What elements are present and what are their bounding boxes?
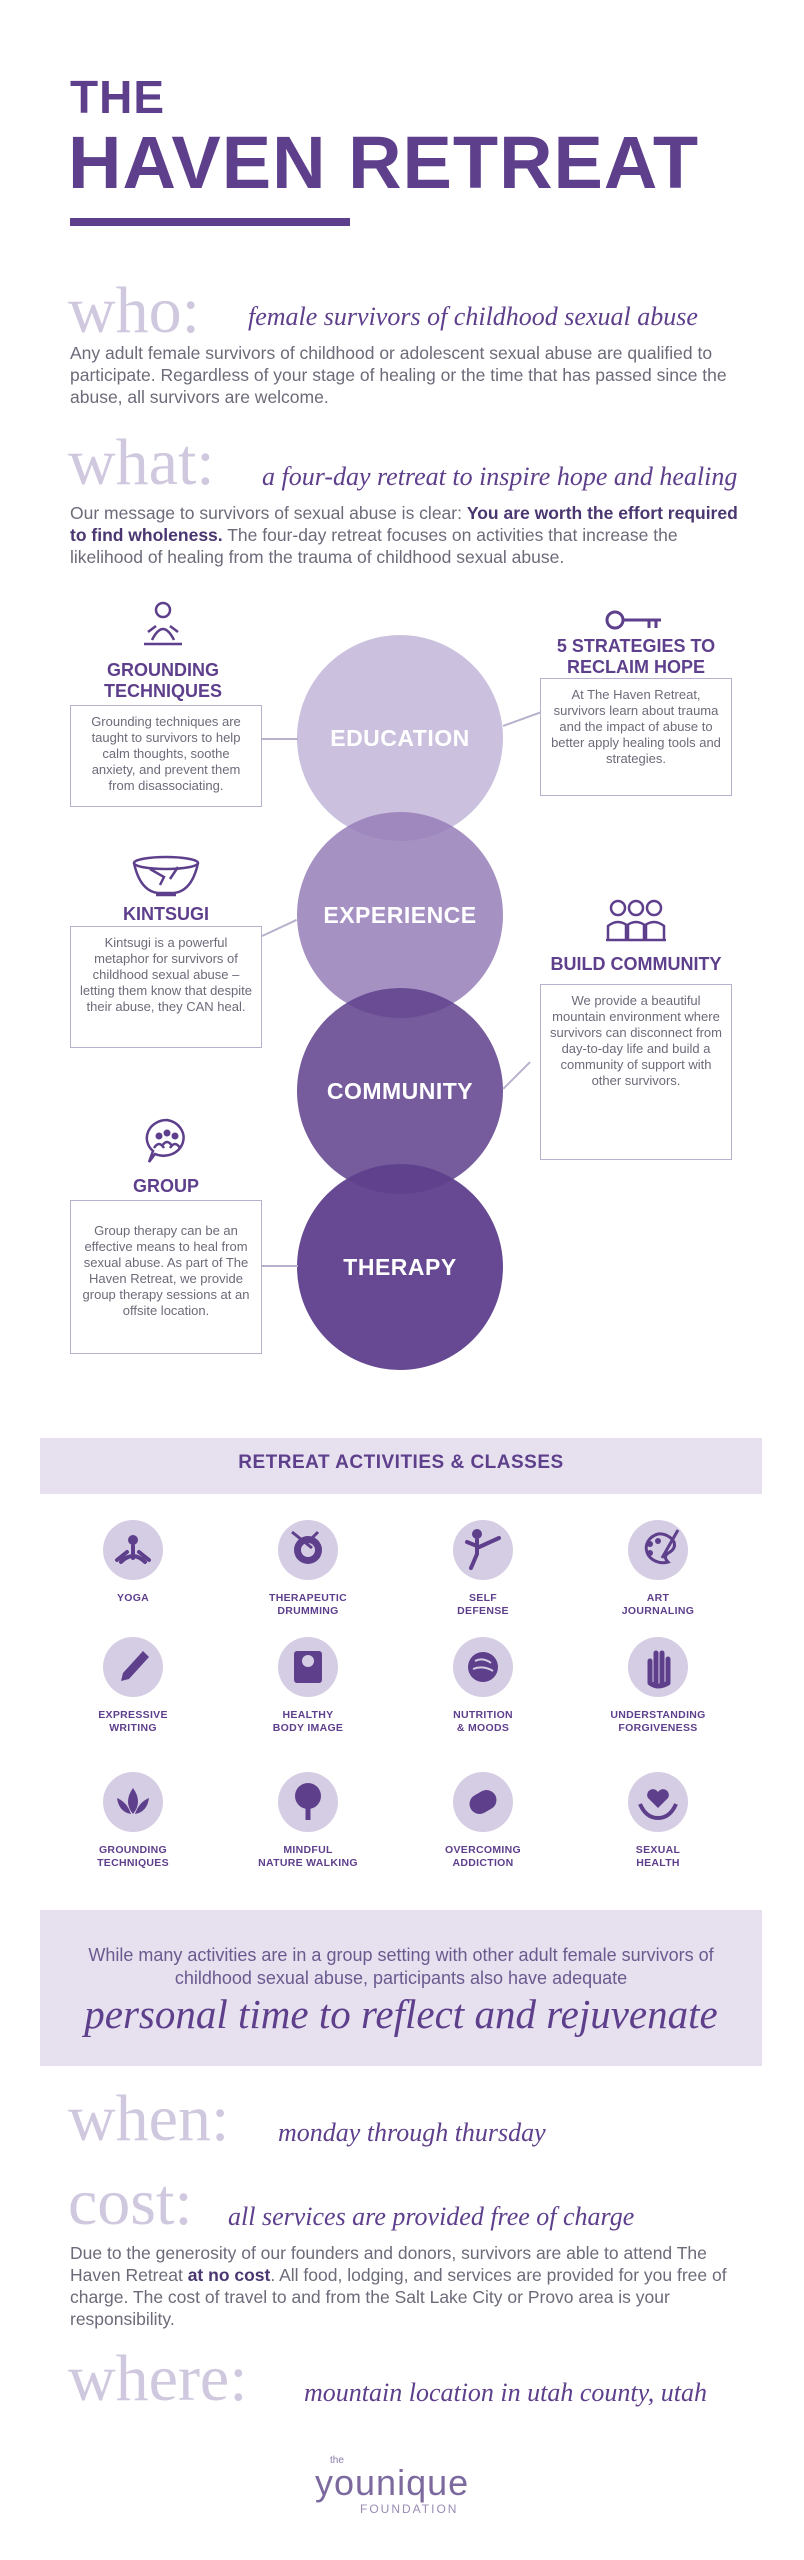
what-emphasis: You are worth the effort required to fin… — [70, 503, 738, 545]
who-heading: who: — [68, 274, 200, 347]
who-body: Any adult female survivors of childhood … — [70, 343, 727, 407]
community-title: BUILD COMMUNITY — [540, 954, 732, 975]
palette-icon — [628, 1520, 688, 1580]
when-heading: when: — [68, 2082, 230, 2155]
where-tagline: mountain location in utah county, utah — [304, 2378, 707, 2407]
circle-therapy: THERAPY — [297, 1164, 503, 1370]
circle-community: COMMUNITY — [297, 988, 503, 1194]
lotus-icon — [103, 1772, 163, 1832]
cost-emphasis: at no cost — [187, 2265, 271, 2285]
logo-wordmark: younique — [315, 2462, 470, 2503]
activities-header-band — [40, 1438, 762, 1494]
where-heading: where: — [68, 2342, 248, 2415]
what-tagline: a four-day retreat to inspire hope and h… — [262, 462, 738, 491]
title-line-1: THE — [70, 71, 165, 123]
circle-experience: EXPERIENCE — [297, 812, 503, 1018]
message-text: While many activities are in a group set… — [88, 1945, 714, 1988]
message-band — [40, 1910, 762, 2066]
connector-community — [502, 1061, 531, 1090]
strategies-title: 5 STRATEGIES TO RECLAIM HOPE — [540, 636, 732, 678]
kintsugi-box: Kintsugi is a powerful metaphor for surv… — [70, 926, 262, 1048]
connector-grounding — [262, 738, 298, 740]
key-icon — [605, 608, 663, 632]
scale-icon — [278, 1637, 338, 1697]
pill-icon — [453, 1772, 513, 1832]
grounding-box: Grounding techniques are taught to survi… — [70, 705, 262, 807]
connector-therapy — [262, 1265, 298, 1267]
logo-subtitle: FOUNDATION — [360, 2502, 459, 2516]
what-heading: what: — [68, 426, 215, 499]
page-title: HAVEN RETREAT — [68, 121, 700, 204]
bowl-icon — [130, 855, 202, 901]
brain-icon — [453, 1637, 513, 1697]
activity-item: NUTRITION& MOODS — [408, 1637, 558, 1735]
activity-label: YOGA — [116, 1592, 150, 1604]
kintsugi-title: KINTSUGI — [70, 904, 262, 925]
what-body: Our message to survivors of sexual abuse… — [70, 503, 738, 567]
connector-kintsugi — [261, 919, 297, 937]
yoga-icon — [103, 1520, 163, 1580]
activity-item: YOGA — [58, 1520, 208, 1605]
cost-tagline: all services are provided free of charge — [228, 2202, 635, 2231]
who-tagline: female survivors of childhood sexual abu… — [248, 302, 698, 331]
message-highlight: personal time to reflect and rejuvenate — [84, 1991, 718, 2037]
circle-education: EDUCATION — [297, 635, 503, 841]
tree-icon — [278, 1772, 338, 1832]
cost-heading: cost: — [68, 2166, 193, 2239]
activities-title: RETREAT ACTIVITIES & CLASSES — [238, 1452, 564, 1473]
connector-strategies — [502, 711, 541, 727]
community-box: We provide a beautiful mountain environm… — [540, 984, 732, 1160]
title-underline — [70, 218, 350, 226]
grounding-title: GROUNDING TECHNIQUES — [70, 660, 256, 702]
hand-icon — [628, 1637, 688, 1697]
kick-icon — [453, 1520, 513, 1580]
strategies-box: At The Haven Retreat, survivors learn ab… — [540, 678, 732, 796]
therapy-box: Group therapy can be an effective means … — [70, 1200, 262, 1354]
activity-label: NUTRITION& MOODS — [453, 1709, 513, 1734]
pencil-icon — [103, 1637, 163, 1697]
drum-icon — [278, 1520, 338, 1580]
meditation-icon — [138, 600, 188, 656]
heart-hands-icon — [628, 1772, 688, 1832]
chat-group-icon — [145, 1118, 189, 1164]
logo-the: the — [330, 2455, 344, 2466]
cost-body: Due to the generosity of our founders an… — [70, 2243, 727, 2329]
people-icon — [604, 898, 668, 944]
when-tagline: monday through thursday — [278, 2118, 546, 2147]
